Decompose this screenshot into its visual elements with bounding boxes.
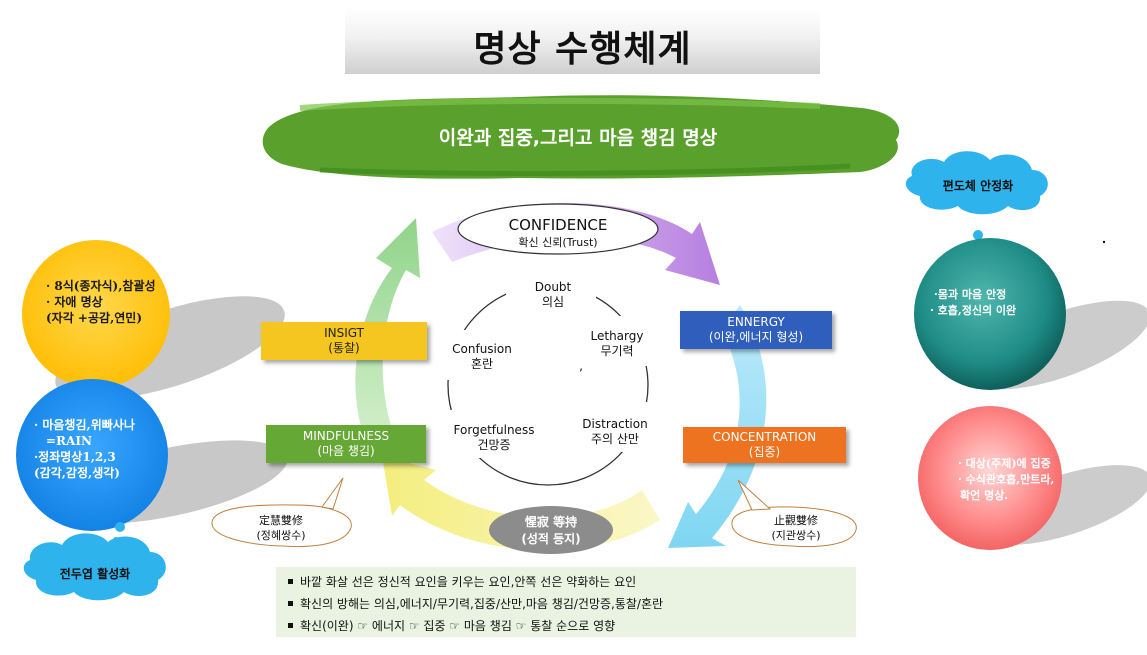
banner-text: 이완과 집중,그리고 마음 챙김 명상 [439, 127, 718, 149]
callout-jigwan [731, 506, 857, 548]
right-teal-circle [914, 238, 1066, 390]
left-blue-circle [16, 379, 168, 531]
yellow-line-2: · 자애 명상 [46, 295, 103, 309]
yellow-line-1: · 8식(종자식),참괄성 [46, 279, 156, 293]
mindfulness-title: MINDFULNESS [302, 429, 390, 443]
mindfulness-box: MINDFULNESS (마음 챙김) [266, 425, 426, 463]
callout-jeonghye [211, 504, 352, 548]
confusion-ko: 혼란 [471, 357, 493, 371]
confidence-title: CONFIDENCE [509, 216, 608, 234]
note-text: 확신의 방해는 의심,에너지/무기력,집중/산만,마음 챙김/건망증,통찰/혼란 [300, 597, 664, 611]
right-red-circle [918, 406, 1062, 550]
note-text: 바깥 화살 선은 정신적 요인을 키우는 요인,안쪽 선은 약화하는 요인 [300, 575, 637, 589]
bottom-oval-ko: (성적 등지) [521, 531, 580, 546]
forgetfulness-en: Forgetfulness [454, 423, 535, 437]
banner-brush-streak [319, 163, 851, 176]
teal-line-1: ·몸과 마음 안정 [934, 287, 1006, 301]
note-item: 확신(이완) ☞ 에너지 ☞ 집중 ☞ 마음 챙김 ☞ 통찰 순으로 영향 [288, 617, 615, 634]
concentration-title: CONCENTRATION [712, 430, 817, 444]
concentration-sub: (집중) [748, 445, 781, 459]
page-title: 명상 수행체계 [473, 29, 692, 70]
banner-brush [262, 95, 900, 179]
concentration-box: CONCENTRATION (집중) [683, 427, 846, 463]
cloud-right [905, 151, 1048, 215]
distraction-en: Distraction [582, 417, 647, 431]
red-line-3: 확언 명상. [960, 488, 1008, 502]
comma-mark: , [579, 359, 583, 373]
mindfulness-sub: (마음 챙김) [317, 444, 375, 458]
cloud-right-text: 편도체 안정화 [943, 178, 1013, 193]
doubt-en: Doubt [535, 280, 572, 294]
insight-box: INSIGT (통찰) [261, 322, 427, 360]
blue-line-2: =RAIN [46, 434, 92, 448]
jeonghye-han: 定慧雙修 [259, 513, 303, 527]
lethargy-en: Lethargy [591, 329, 644, 343]
cloud-left-text: 전두엽 활성화 [60, 566, 130, 581]
cloud-left [23, 533, 166, 601]
bullet-square-icon [288, 601, 293, 606]
blue-line-3: ·정좌명상1,2,3 [34, 450, 116, 464]
note-item: 바깥 화살 선은 정신적 요인을 키우는 요인,안쪽 선은 약화하는 요인 [288, 573, 636, 590]
left-blue-text: · 마음챙김,위빠사나 =RAIN ·정좌명상1,2,3 (감각,감정,생각) [34, 417, 135, 481]
yellow-line-3: (자각 +공감,연민) [46, 311, 143, 325]
energy-sub: (이완,에너지 형성) [708, 330, 804, 344]
forgetfulness-ko: 건망증 [477, 438, 510, 452]
jeonghye-ko: (정혜쌍수) [256, 529, 305, 542]
energy-title: ENNERGY [727, 315, 785, 329]
notes-panel: 바깥 화살 선은 정신적 요인을 키우는 요인,안쪽 선은 약화하는 요인 확신… [276, 567, 856, 637]
red-line-1: · 대상(주제)에 집중 [958, 456, 1051, 470]
title-bar: 명상 수행체계 [345, 8, 820, 74]
note-item: 확신의 방해는 의심,에너지/무기력,집중/산만,마음 챙김/건망증,통찰/혼란 [288, 595, 663, 612]
left-yellow-text: · 8식(종자식),참괄성 · 자애 명상 (자각 +공감,연민) [46, 278, 156, 326]
bottom-oval-han: 惺寂 等持 [524, 514, 577, 529]
confidence-oval [457, 203, 659, 255]
red-line-2: · 수식관호흡,만트라, [958, 472, 1054, 486]
distraction-ko: 주의 산만 [591, 432, 639, 446]
bottom-oval [489, 506, 613, 554]
blue-line-1: · 마음챙김,위빠사나 [34, 418, 135, 432]
confidence-sub: 확신 신뢰(Trust) [518, 236, 597, 249]
lethargy-ko: 무기력 [600, 344, 633, 358]
doubt-ko: 의심 [542, 295, 564, 309]
banner-brush-streak [299, 97, 821, 111]
energy-box: ENNERGY (이완,에너지 형성) [680, 311, 832, 349]
jigwan-han: 止觀雙修 [774, 513, 818, 527]
insight-sub: (통찰) [328, 341, 360, 355]
note-text: 확신(이완) ☞ 에너지 ☞ 집중 ☞ 마음 챙김 ☞ 통찰 순으로 영향 [300, 619, 616, 633]
insight-title: INSIGT [324, 326, 364, 340]
bullet-square-icon [288, 579, 293, 584]
bullet-square-icon [288, 623, 293, 628]
jigwan-ko: (지관쌍수) [771, 529, 820, 542]
confusion-en: Confusion [452, 342, 512, 356]
teal-line-2: · 호흡,정신의 이완 [930, 303, 1016, 317]
left-yellow-circle [22, 240, 170, 388]
blue-line-4: (감각,감정,생각) [34, 466, 120, 480]
cycle-arrow-green [355, 218, 420, 450]
